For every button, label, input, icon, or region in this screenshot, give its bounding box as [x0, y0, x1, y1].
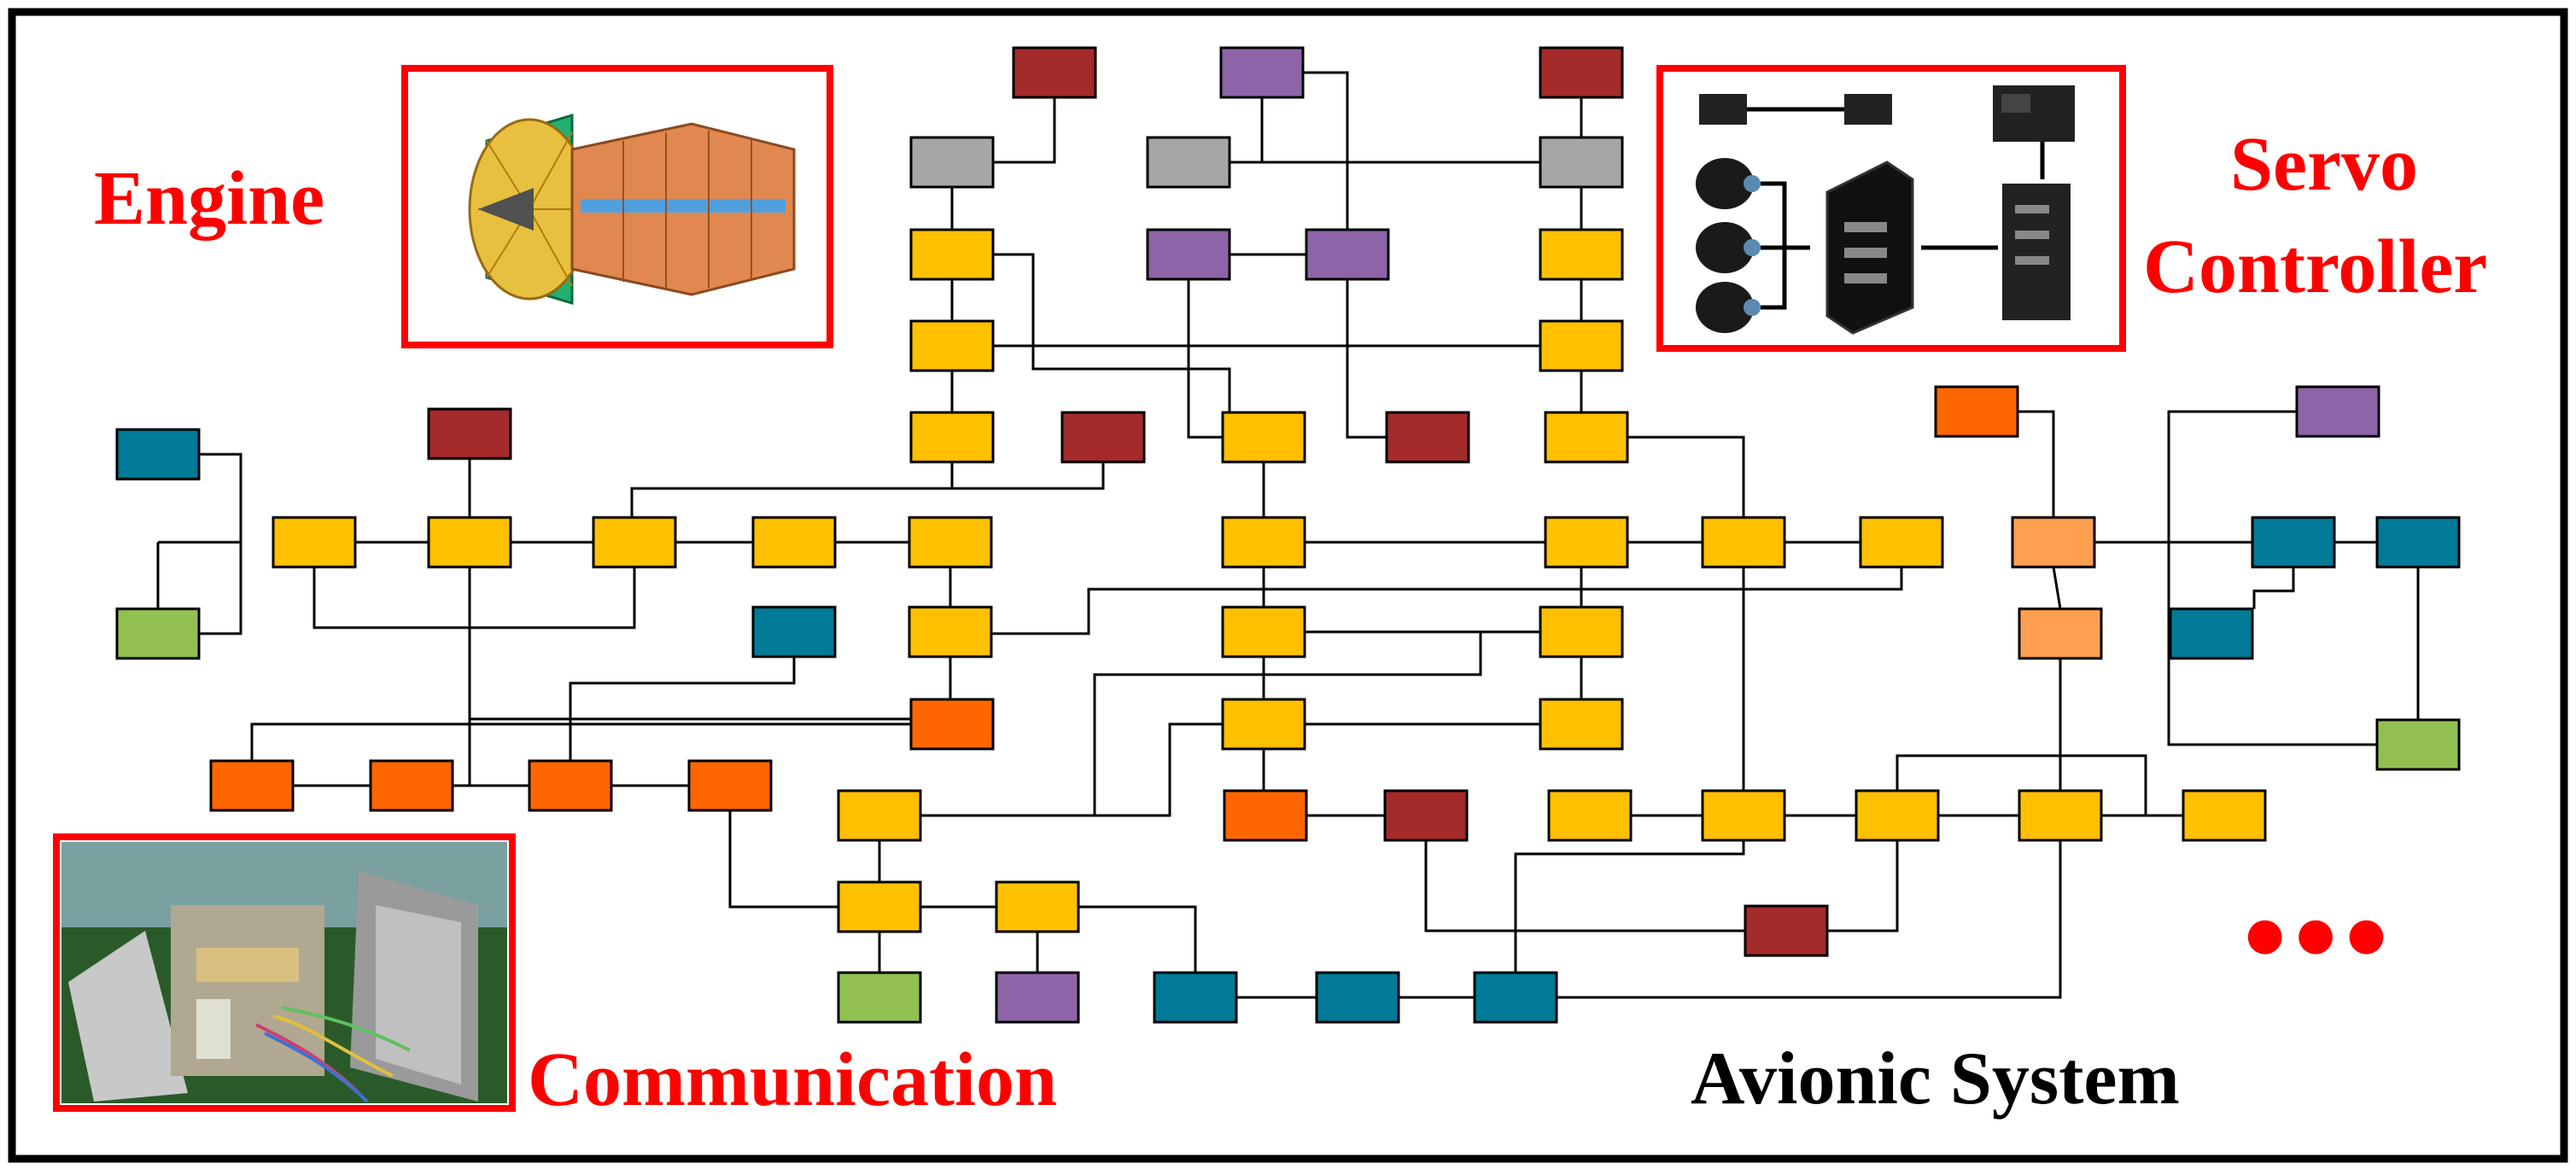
node-purple: [1219, 46, 1305, 99]
node-yellow: [1539, 605, 1624, 658]
avionic-system-label: Avionic System: [1691, 1038, 2180, 1120]
node-yellow: [908, 605, 993, 658]
connection-wire: [1622, 436, 1745, 542]
node-yellow: [909, 319, 995, 372]
node-darkred: [1383, 789, 1469, 842]
engine-image: [401, 65, 833, 348]
node-yellow: [1544, 411, 1629, 464]
node-yellow: [1221, 605, 1306, 658]
node-yellow: [1701, 516, 1786, 569]
node-yellow: [1855, 789, 1940, 842]
node-gray: [1539, 136, 1624, 189]
node-yellow: [1539, 698, 1624, 751]
node-yellow: [909, 411, 995, 464]
node-yellow: [1547, 789, 1633, 842]
node-purple: [1305, 228, 1390, 281]
node-yellow: [1221, 516, 1306, 569]
connection-wire: [991, 567, 1903, 635]
node-teal: [751, 605, 837, 658]
node-yellow: [908, 516, 993, 569]
node-darkred: [1385, 411, 1470, 464]
node-green: [2375, 718, 2461, 771]
node-orange: [687, 759, 773, 812]
node-yellow: [1539, 319, 1624, 372]
node-orange: [1223, 789, 1308, 842]
node-yellow: [427, 516, 512, 569]
engine-label: Engine: [94, 156, 325, 241]
node-darkred: [1060, 411, 1146, 464]
node-teal: [1473, 971, 1558, 1024]
ellipsis-dots: ●●●: [2246, 909, 2398, 960]
servo-label-line1: Servo: [2230, 122, 2418, 207]
connection-wire: [1827, 840, 1899, 932]
connection-wire: [569, 657, 796, 761]
node-yellow: [837, 880, 922, 933]
node-teal: [1153, 971, 1238, 1024]
node-darkred: [1012, 46, 1097, 99]
node-yellow: [1859, 516, 1944, 569]
node-purple: [995, 971, 1080, 1024]
connection-wire: [1424, 840, 1745, 932]
node-yellow: [272, 516, 357, 569]
connection-wire: [1895, 754, 2147, 817]
node-orange: [209, 759, 295, 812]
node-darkred: [1539, 46, 1624, 99]
node-lightorange: [2011, 516, 2096, 569]
node-darkred: [427, 407, 512, 460]
connection-wire: [2167, 412, 2377, 746]
node-orange: [1934, 385, 2019, 438]
connection-wire: [2052, 566, 2062, 610]
communication-label: Communication: [528, 1038, 1058, 1122]
node-teal: [2251, 516, 2336, 569]
node-teal: [2169, 607, 2254, 660]
communication-hardware-image: [53, 833, 516, 1112]
connection-wire: [468, 542, 913, 724]
connection-wire: [1187, 254, 1223, 439]
node-teal: [1315, 971, 1400, 1024]
node-orange: [909, 698, 995, 751]
node-green: [115, 607, 201, 660]
node-yellow: [837, 789, 922, 842]
node-yellow: [2018, 789, 2103, 842]
node-orange: [369, 759, 454, 812]
node-yellow: [909, 228, 995, 281]
connection-wire: [630, 437, 954, 517]
connection-wire: [158, 453, 242, 635]
node-yellow: [1701, 789, 1786, 842]
connection-wire: [920, 722, 1227, 817]
node-yellow: [1221, 698, 1306, 751]
connection-wire: [1557, 840, 2062, 999]
connection-wire: [2252, 567, 2295, 609]
node-yellow: [1539, 228, 1624, 281]
node-orange: [528, 759, 613, 812]
node-gray: [909, 136, 995, 189]
connection-wire: [1078, 905, 1197, 973]
node-yellow: [592, 516, 677, 569]
node-darkred: [1744, 904, 1829, 957]
node-yellow: [2182, 789, 2267, 842]
connection-wire: [952, 462, 1105, 490]
node-teal: [2375, 516, 2461, 569]
node-gray: [1146, 136, 1231, 189]
node-green: [837, 971, 922, 1024]
connection-wire: [993, 253, 1231, 437]
connection-wire: [1514, 840, 1745, 973]
servo-controller-image: [1656, 65, 2126, 352]
outer-frame: [8, 8, 2568, 1163]
node-lightorange: [2018, 607, 2103, 660]
connection-wire: [313, 567, 636, 629]
node-yellow: [751, 516, 837, 569]
node-purple: [1146, 228, 1231, 281]
servo-label-line2: Controller: [2143, 225, 2488, 309]
node-yellow: [1221, 411, 1306, 464]
node-yellow: [1544, 516, 1629, 569]
connection-wire: [728, 810, 838, 909]
node-purple: [2295, 385, 2380, 438]
node-teal: [115, 428, 201, 481]
node-yellow: [995, 880, 1080, 933]
